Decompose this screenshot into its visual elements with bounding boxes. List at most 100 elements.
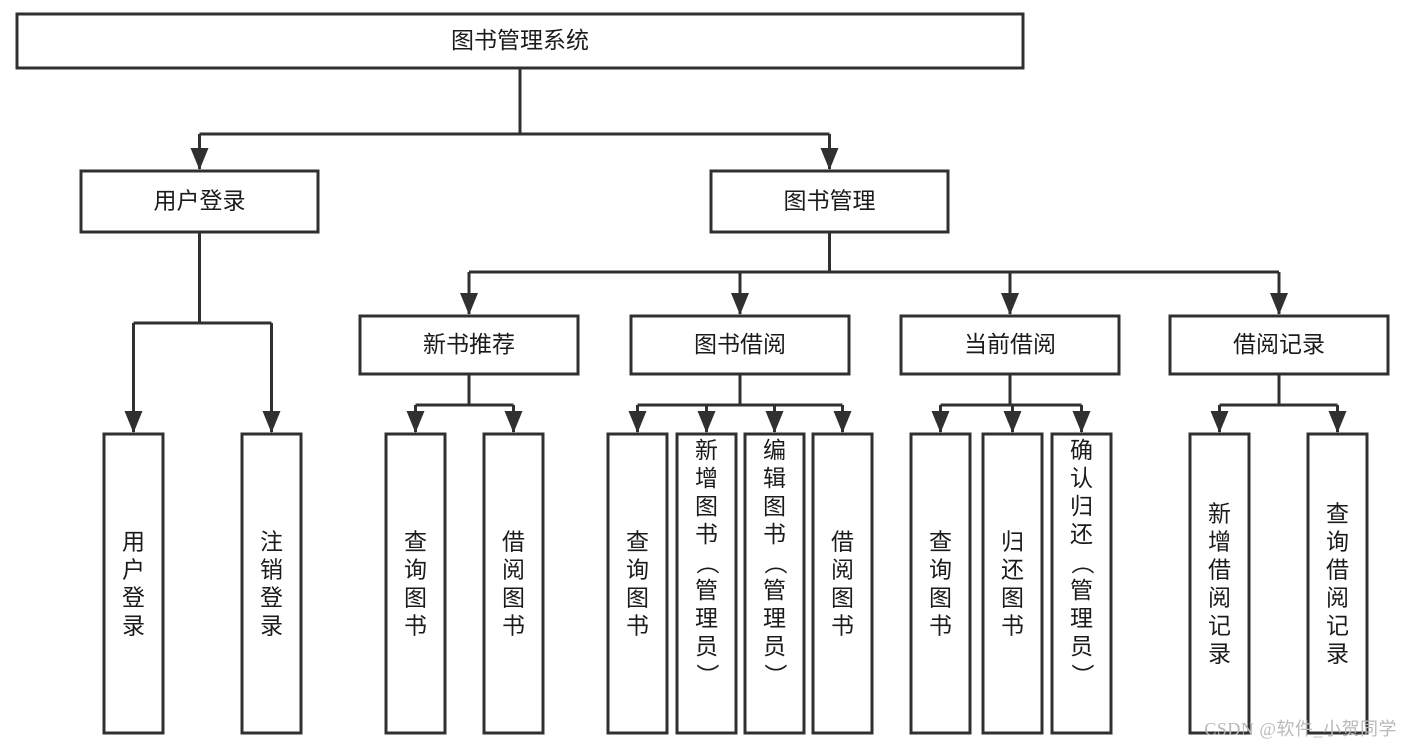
label-char: 户 — [122, 557, 145, 583]
label-char: 查 — [1326, 501, 1349, 527]
label-char: 图 — [695, 493, 718, 519]
arrow-to-borrow-record — [1270, 293, 1288, 315]
node-leaf-edit-book[interactable] — [743, 432, 806, 735]
boxes-layer: 图书管理系统用户登录图书管理新书推荐图书借阅当前借阅借阅记录用户登录注销登录查询… — [15, 12, 1390, 735]
node-current-borrow[interactable] — [899, 314, 1121, 376]
node-book-borrow[interactable] — [629, 314, 851, 376]
node-new-book-recommend[interactable] — [358, 314, 580, 376]
label-char: 注 — [260, 529, 283, 555]
label-char: 辑 — [763, 465, 786, 491]
label-char: 用 — [122, 529, 145, 555]
label-char: 员 — [695, 633, 718, 659]
node-user-login[interactable] — [79, 169, 320, 234]
arrow-to-leaf-query-book-1 — [406, 411, 425, 433]
label-char: （ — [695, 552, 721, 575]
arrow-to-book-borrow — [731, 293, 749, 315]
connectors-layer — [124, 68, 1347, 433]
label-char: 借 — [1326, 557, 1349, 583]
label-char: 询 — [1326, 529, 1349, 555]
label-char: 还 — [1070, 521, 1093, 547]
label-char: 理 — [1070, 605, 1093, 631]
arrow-to-new-book-recommend — [460, 293, 478, 315]
label-char: 图 — [502, 585, 525, 611]
node-user-login-label: 用户登录 — [154, 188, 246, 214]
node-leaf-add-record[interactable] — [1188, 432, 1251, 735]
label-char: 图 — [763, 493, 786, 519]
label-char: 登 — [122, 585, 145, 611]
label-char: 管 — [763, 577, 786, 603]
node-new-book-recommend-label: 新书推荐 — [423, 331, 515, 357]
label-char: 询 — [404, 557, 427, 583]
label-char: 查 — [929, 529, 952, 555]
node-leaf-confirm-return[interactable] — [1050, 432, 1113, 735]
arrow-to-current-borrow — [1001, 293, 1019, 315]
arrow-to-leaf-query-record — [1328, 411, 1347, 433]
label-char: 书 — [404, 613, 427, 639]
label-char: 销 — [260, 557, 283, 583]
node-root-book-management-system[interactable] — [15, 12, 1025, 70]
arrow-to-leaf-borrow-book-2 — [833, 411, 852, 433]
label-char: （ — [1070, 552, 1096, 575]
label-char: 录 — [1208, 641, 1231, 667]
node-current-borrow-label: 当前借阅 — [964, 331, 1056, 357]
label-char: 新 — [695, 437, 718, 463]
label-char: 登 — [260, 585, 283, 611]
label-char: ） — [695, 664, 721, 687]
label-char: 阅 — [1326, 585, 1349, 611]
node-leaf-user-login[interactable] — [102, 432, 165, 735]
arrow-to-leaf-confirm-return — [1072, 411, 1091, 433]
label-char: 编 — [763, 437, 786, 463]
arrow-to-leaf-edit-book — [765, 411, 784, 433]
node-leaf-borrow-book-2[interactable] — [811, 432, 874, 735]
label-char: 记 — [1326, 613, 1349, 639]
label-char: 查 — [626, 529, 649, 555]
node-leaf-borrow-book-1[interactable] — [482, 432, 545, 735]
node-leaf-add-book[interactable] — [675, 432, 738, 735]
arrow-to-leaf-add-book — [697, 411, 716, 433]
node-root-label: 图书管理系统 — [451, 27, 589, 53]
label-char: 书 — [502, 613, 525, 639]
arrow-to-leaf-query-book-3 — [931, 411, 950, 433]
label-char: 认 — [1070, 465, 1093, 491]
label-char: 书 — [929, 613, 952, 639]
node-leaf-query-book-3[interactable] — [909, 432, 972, 735]
label-char: ） — [763, 664, 789, 687]
node-borrow-record-label: 借阅记录 — [1233, 331, 1325, 357]
node-book-borrow-label: 图书借阅 — [694, 331, 786, 357]
label-char: （ — [763, 552, 789, 575]
label-char: 管 — [695, 577, 718, 603]
node-leaf-query-book-2[interactable] — [606, 432, 669, 735]
label-char: 归 — [1001, 529, 1024, 555]
label-char: 询 — [626, 557, 649, 583]
label-char: 管 — [1070, 577, 1093, 603]
label-char: 图 — [929, 585, 952, 611]
label-char: 书 — [831, 613, 854, 639]
label-char: 查 — [404, 529, 427, 555]
label-char: 理 — [695, 605, 718, 631]
node-leaf-user-login-label: 用户登录 — [122, 529, 145, 639]
label-char: 借 — [831, 529, 854, 555]
arrow-to-leaf-add-record — [1210, 411, 1229, 433]
node-leaf-query-record[interactable] — [1306, 432, 1369, 735]
node-leaf-return-book[interactable] — [981, 432, 1044, 735]
node-leaf-logout[interactable] — [240, 432, 303, 735]
label-char: 增 — [1208, 529, 1231, 555]
label-char: 询 — [929, 557, 952, 583]
node-book-management-label: 图书管理 — [784, 188, 876, 214]
node-leaf-query-book-1[interactable] — [384, 432, 447, 735]
node-borrow-record[interactable] — [1168, 314, 1390, 376]
label-char: 书 — [695, 521, 718, 547]
label-char: 员 — [1070, 633, 1093, 659]
node-book-management[interactable] — [709, 169, 950, 234]
